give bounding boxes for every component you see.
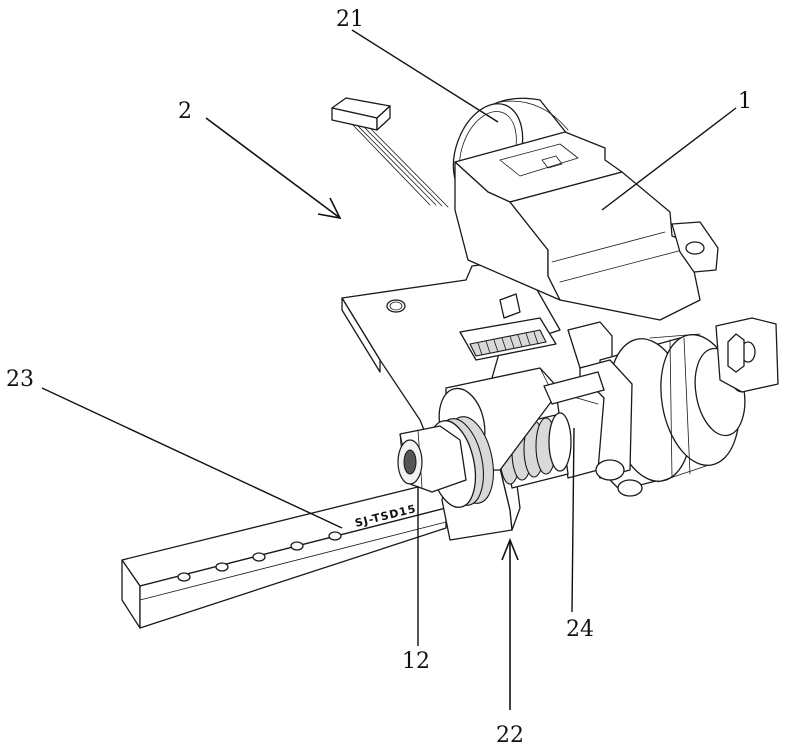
label-12: 12: [402, 649, 430, 674]
label-21: 21: [336, 7, 364, 32]
leader-1: [602, 108, 736, 210]
label-22: 22: [496, 723, 524, 748]
cable-with-connector: [332, 98, 448, 207]
direction-arrow-2: [206, 118, 340, 218]
label-2: 2: [178, 99, 192, 124]
label-23: 23: [6, 367, 34, 392]
label-1: 1: [738, 89, 752, 114]
direction-arrow-22: [502, 540, 518, 710]
label-24: 24: [566, 617, 594, 642]
leader-23: [42, 388, 342, 528]
strip-bracket: SJ-TSD15: [122, 484, 446, 628]
